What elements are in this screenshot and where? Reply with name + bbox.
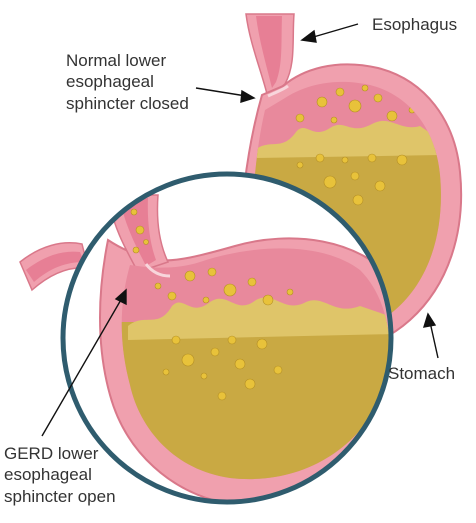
esophagus-arrow — [310, 24, 358, 38]
gerd-sphincter-label: GERD lower esophageal sphincter open — [4, 443, 164, 507]
stomach-arrow — [430, 322, 438, 358]
esophagus-label: Esophagus — [372, 14, 457, 35]
normal-sphincter-label: Normal lower esophageal sphincter closed — [66, 50, 216, 114]
stomach-label: Stomach — [388, 363, 455, 384]
